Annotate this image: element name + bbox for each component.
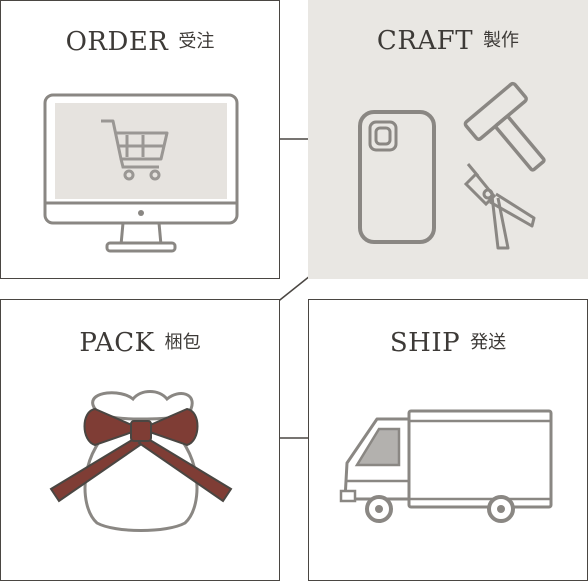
step-label-en: SHIP <box>389 328 461 358</box>
step-panel-craft: CRAFT 製作 <box>308 0 588 279</box>
computer-cart-icon <box>43 93 239 253</box>
step-label-en: CRAFT <box>376 26 474 56</box>
step-label-jp: 発送 <box>470 332 507 353</box>
step-title-craft: CRAFT 製作 <box>308 26 588 56</box>
step-title-ship: SHIP 発送 <box>309 328 587 358</box>
step-panel-ship: SHIP 発送 <box>308 299 588 581</box>
step-label-jp: 受注 <box>178 31 215 52</box>
step-panel-order: ORDER 受注 <box>0 0 280 279</box>
step-label-en: ORDER <box>65 27 169 57</box>
step-label-jp: 梱包 <box>164 332 201 353</box>
step-label-jp: 製作 <box>483 30 520 51</box>
step-label-en: PACK <box>79 328 155 358</box>
gift-bag-ribbon-icon <box>49 390 233 532</box>
phone-case-tools-icon <box>358 81 546 250</box>
step-title-pack: PACK 梱包 <box>1 328 279 358</box>
step-panel-pack: PACK 梱包 <box>0 299 280 581</box>
step-title-order: ORDER 受注 <box>1 27 279 57</box>
delivery-truck-icon <box>339 409 553 523</box>
